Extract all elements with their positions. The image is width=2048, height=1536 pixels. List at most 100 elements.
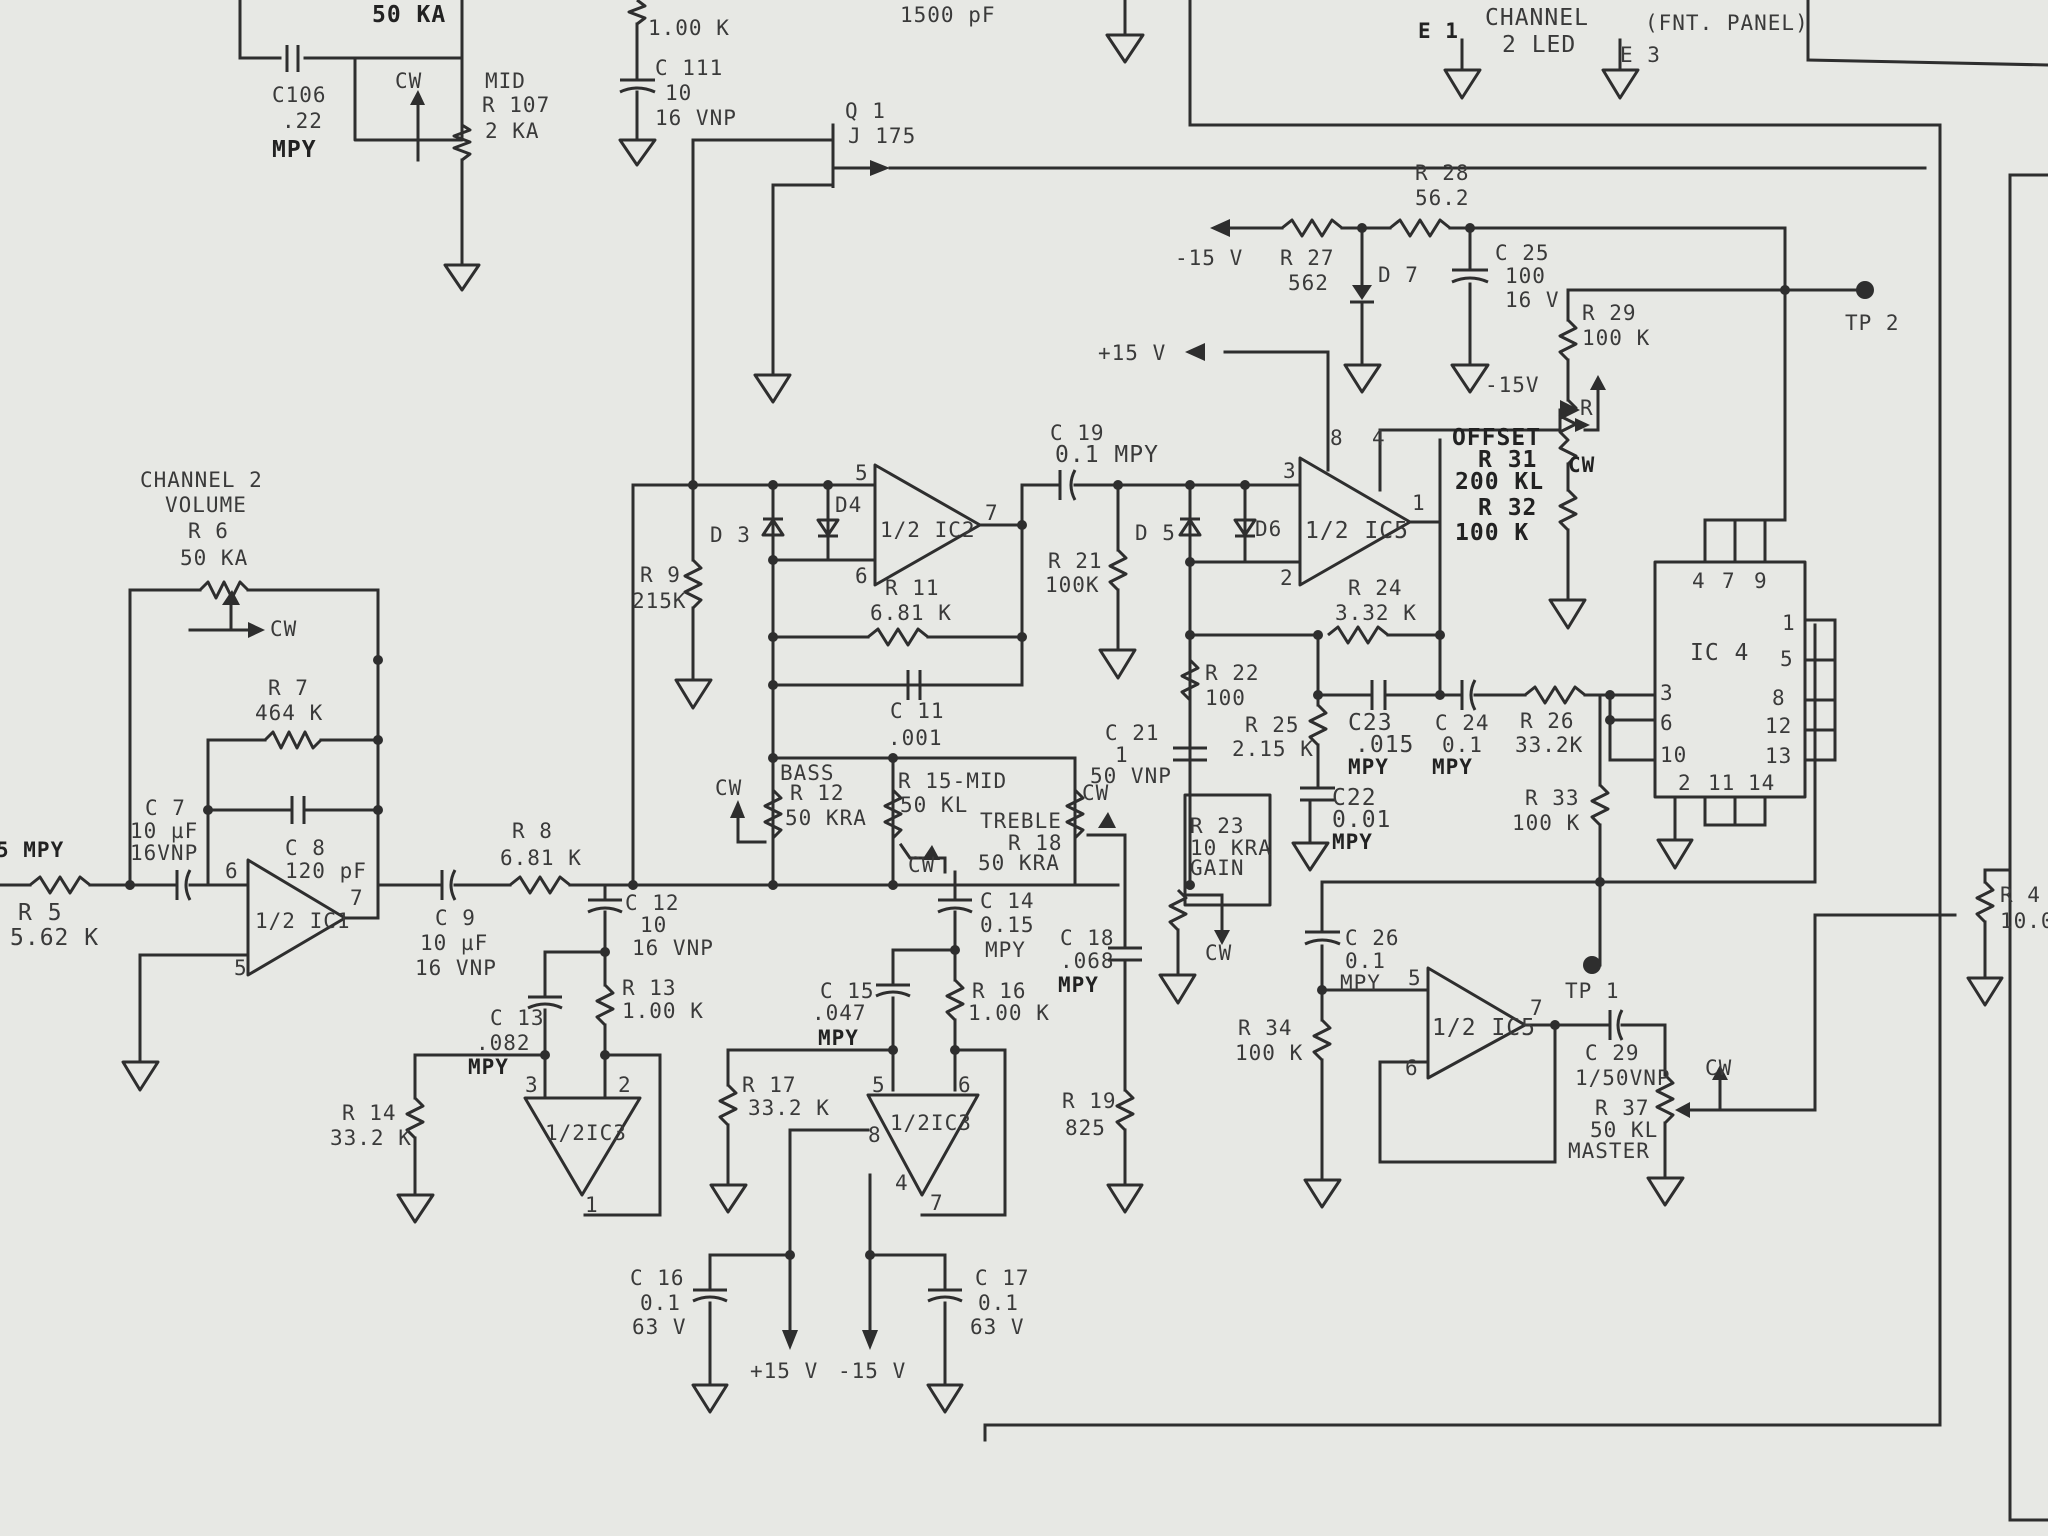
r14-label: R 14 bbox=[342, 1101, 397, 1125]
r16-value: 1.00 K bbox=[968, 1001, 1050, 1025]
ic1-pin-7: 7 bbox=[350, 886, 364, 910]
ic3a-label: 1/2IC3 bbox=[545, 1121, 627, 1145]
r19-label: R 19 bbox=[1062, 1089, 1117, 1113]
c22-value: 0.01 bbox=[1332, 807, 1391, 833]
r29-label: R 29 bbox=[1582, 301, 1637, 325]
ic5b-pin-5: 5 bbox=[1408, 966, 1422, 990]
r21-label: R 21 bbox=[1048, 549, 1103, 573]
ic2-opamp bbox=[873, 463, 982, 587]
c9-label: C 9 bbox=[435, 906, 476, 930]
c25-rating: 16 V bbox=[1505, 288, 1560, 312]
offset-r32: R 32 bbox=[1478, 495, 1537, 521]
c111-rating: 16 VNP bbox=[655, 106, 737, 130]
supply-plus15: +15 V bbox=[750, 1359, 818, 1383]
r23-box bbox=[1183, 793, 1272, 907]
top-r-value: 50 KA bbox=[372, 2, 446, 28]
r32-resistor bbox=[1558, 488, 1578, 532]
ic5a-pin-1: 1 bbox=[1412, 491, 1426, 515]
r27-value: 562 bbox=[1288, 271, 1329, 295]
c26-label: C 26 bbox=[1345, 926, 1400, 950]
ground-symbol bbox=[1656, 838, 1694, 870]
offset-cw: CW bbox=[1568, 453, 1595, 477]
c14-label: C 14 bbox=[980, 889, 1035, 913]
ic4-pin-3: 3 bbox=[1660, 681, 1674, 705]
master-r37: R 37 bbox=[1595, 1096, 1650, 1120]
ic2-label: 1/2 IC2 bbox=[880, 518, 976, 542]
r14-value: 33.2 K bbox=[330, 1126, 412, 1150]
ic4-pin-6: 6 bbox=[1660, 711, 1674, 735]
c25-label: C 25 bbox=[1495, 241, 1550, 265]
ic4-pin-11: 11 bbox=[1708, 771, 1735, 795]
r107-value: 2 KA bbox=[485, 119, 540, 143]
d3-label: D 3 bbox=[710, 523, 751, 547]
ground-symbol bbox=[1098, 648, 1137, 680]
ground-symbol bbox=[396, 1193, 435, 1224]
switch-label: (FNT. PANEL) bbox=[1645, 11, 1809, 35]
ground-symbol bbox=[926, 1383, 964, 1414]
c14-rating: MPY bbox=[985, 938, 1026, 962]
c23-value: .015 bbox=[1355, 732, 1414, 758]
d4-diode bbox=[816, 518, 840, 537]
r19-value: 825 bbox=[1065, 1116, 1106, 1140]
c7-rating: 16VNP bbox=[130, 841, 198, 865]
c7-value: 10 µF bbox=[130, 819, 198, 843]
r26-resistor bbox=[1524, 685, 1586, 705]
r107-box bbox=[353, 56, 464, 142]
ic4-pin-5: 5 bbox=[1780, 647, 1794, 671]
ic4-pin-12: 12 bbox=[1765, 714, 1792, 738]
d6-label: D6 bbox=[1255, 517, 1282, 541]
c12-label: C 12 bbox=[625, 891, 680, 915]
r16-label: R 16 bbox=[972, 979, 1027, 1003]
ic4-pin-4: 4 bbox=[1692, 569, 1706, 593]
r24-value: 3.32 K bbox=[1335, 601, 1417, 625]
ground-symbol bbox=[1303, 1178, 1342, 1209]
channel-led-2: 2 LED bbox=[1502, 32, 1576, 58]
r13-value: 1.00 K bbox=[622, 999, 704, 1023]
ic1-opamp bbox=[246, 858, 347, 977]
bass-cw: CW bbox=[715, 776, 742, 800]
r31-pot bbox=[1558, 398, 1578, 466]
c19-label: C 19 bbox=[1050, 421, 1105, 445]
r33-label: R 33 bbox=[1525, 786, 1580, 810]
ic3b-pin-5: 5 bbox=[872, 1073, 886, 1097]
r109-value: 1.00 K bbox=[648, 16, 730, 40]
c21-value: 1 bbox=[1115, 743, 1129, 767]
ground-symbol bbox=[1343, 363, 1382, 394]
r25-value: 2.15 K bbox=[1232, 737, 1314, 761]
ground-symbol bbox=[1548, 598, 1587, 630]
c24-label: C 24 bbox=[1435, 711, 1490, 735]
r29-resistor bbox=[1558, 318, 1578, 362]
bass-label: BASS bbox=[780, 761, 835, 785]
ic3b-opamp bbox=[866, 1093, 980, 1197]
c22-label: C22 bbox=[1332, 785, 1377, 811]
c106-value: .22 bbox=[282, 109, 323, 133]
ic5a-pin-8: 8 bbox=[1330, 426, 1344, 450]
r37-pot bbox=[1655, 1073, 1675, 1125]
c17-value: 0.1 bbox=[978, 1291, 1019, 1315]
r25-resistor bbox=[1308, 703, 1328, 747]
c12-rating: 16 VNP bbox=[632, 936, 714, 960]
ic4-pin-9: 9 bbox=[1754, 569, 1768, 593]
d5-diode bbox=[1178, 518, 1202, 537]
r28-resistor bbox=[1389, 218, 1451, 238]
offset-r31: R 31 bbox=[1478, 447, 1537, 473]
c111-value: 10 bbox=[665, 81, 692, 105]
ground-symbol bbox=[121, 1060, 160, 1092]
ic1-pin-6: 6 bbox=[225, 859, 239, 883]
r34-resistor bbox=[1312, 1018, 1332, 1062]
r17-label: R 17 bbox=[742, 1073, 797, 1097]
r15-pot bbox=[883, 788, 903, 840]
e1-label: E 1 bbox=[1418, 19, 1459, 43]
ground-symbol bbox=[618, 138, 657, 167]
c8-label: C 8 bbox=[285, 836, 326, 860]
mid-value: 50 KL bbox=[900, 793, 968, 817]
r22-value: 100 bbox=[1205, 686, 1246, 710]
r33-resistor bbox=[1590, 783, 1610, 827]
c17-label: C 17 bbox=[975, 1266, 1030, 1290]
r107-label: R 107 bbox=[482, 93, 550, 117]
c22-rating: MPY bbox=[1332, 830, 1373, 854]
ch2-volume-2: VOLUME bbox=[165, 493, 247, 517]
channel-led-1: CHANNEL bbox=[1485, 5, 1589, 31]
ic1-pin-5: 5 bbox=[234, 956, 248, 980]
